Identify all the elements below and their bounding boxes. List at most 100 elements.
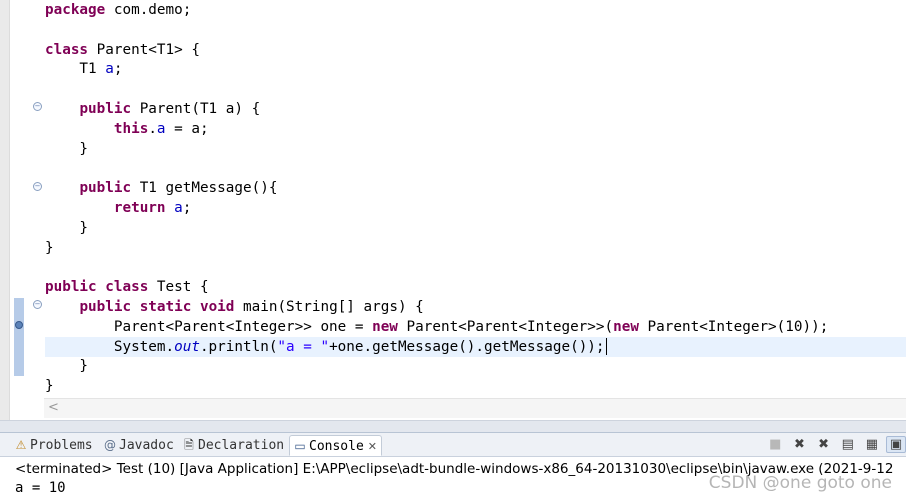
watermark: CSDN @one goto one [708, 473, 892, 493]
code-token [97, 279, 106, 295]
keyword-token: void [199, 299, 235, 315]
tab-label: Problems [30, 438, 93, 453]
pin-console-icon[interactable]: ▣ [886, 436, 906, 453]
code-token: +one.getMessage().getMessage()); [329, 338, 605, 355]
tab-label: Javadoc [119, 438, 174, 453]
keyword-token: static [139, 299, 192, 315]
field-token: out [174, 338, 200, 355]
fold-toggle-icon[interactable]: − [33, 102, 42, 111]
code-token: } [45, 239, 54, 256]
code-token: main(String[] args) { [234, 299, 424, 315]
remove-launch-icon[interactable]: ✖ [793, 437, 805, 452]
code-line[interactable]: } [45, 356, 88, 376]
editor-left-border [0, 0, 10, 420]
code-token: } [45, 378, 54, 395]
tab-label: Console [309, 439, 364, 454]
text-cursor [605, 338, 607, 356]
code-token [45, 299, 79, 315]
tab-label: Declaration [198, 438, 285, 453]
keyword-token: public [79, 299, 132, 315]
code-token [45, 121, 114, 137]
code-line[interactable]: T1 a; [45, 59, 122, 79]
javadoc-icon: @ [104, 438, 116, 452]
code-token: } [45, 140, 89, 157]
code-token: System. [45, 338, 175, 355]
keyword-token: public [79, 180, 132, 197]
code-token [45, 101, 79, 117]
field-token: a [156, 120, 166, 137]
keyword-token: public [79, 101, 132, 117]
horizontal-scrollbar[interactable]: < [44, 398, 906, 418]
code-token: Parent<T1> { [88, 41, 200, 58]
code-token: } [45, 358, 89, 375]
code-token [45, 200, 114, 216]
keyword-token: class [105, 279, 149, 296]
code-line[interactable]: class Parent<T1> { [45, 40, 200, 60]
keyword-token: package [45, 2, 106, 18]
code-token: = a; [165, 120, 209, 137]
keyword-token: public [45, 279, 97, 296]
code-token [45, 180, 79, 196]
remove-all-terminated-icon[interactable]: ✖ [818, 437, 830, 452]
keyword-token: class [45, 41, 89, 58]
panel-divider[interactable] [0, 420, 906, 432]
code-line[interactable]: } [45, 376, 54, 396]
keyword-token: return [113, 200, 166, 216]
keyword-token: new [613, 318, 639, 335]
code-line[interactable]: public static void main(String[] args) { [45, 297, 424, 317]
occurrence-marker-icon[interactable] [15, 321, 23, 329]
code-token: ; [182, 200, 192, 216]
scroll-lock-icon[interactable]: ▦ [865, 437, 878, 452]
console-view: ⚠Problems @Javadoc 🗎 Declaration ▭Console✕ ■… [0, 432, 906, 500]
close-tab-icon[interactable]: ✕ [367, 440, 378, 453]
tab-problems[interactable]: ⚠Problems [12, 435, 93, 456]
console-launch-label: <terminated> Test (10) [Java Application… [15, 461, 894, 477]
code-line[interactable]: public class Test { [45, 277, 209, 297]
code-line[interactable]: return a; [45, 198, 191, 218]
terminate-icon[interactable]: ■ [769, 437, 782, 452]
code-token: .println( [199, 338, 278, 355]
code-token [191, 299, 200, 315]
code-editor[interactable]: − − − package com.demo; class Parent<T1> … [0, 0, 906, 420]
clear-console-icon[interactable]: ▤ [841, 437, 854, 452]
quick-diff-change-bar [14, 298, 24, 376]
code-line[interactable]: public Parent(T1 a) { [45, 99, 260, 119]
code-token: ; [113, 61, 123, 78]
tab-console[interactable]: ▭Console✕ [289, 435, 383, 456]
code-line[interactable]: package com.demo; [45, 0, 191, 20]
code-line[interactable]: System.out.println("a = "+one.getMessage… [45, 336, 906, 357]
code-line[interactable]: } [45, 238, 54, 258]
code-token: T1 [45, 61, 106, 78]
code-token: Parent<Integer>(10)); [638, 318, 829, 335]
code-token: Parent<Parent<Integer>>( [397, 318, 614, 335]
field-token: a [105, 61, 114, 78]
code-token: . [148, 120, 157, 137]
scroll-left-arrow-icon[interactable]: < [48, 400, 59, 415]
code-token [166, 200, 175, 216]
fold-toggle-icon[interactable]: − [33, 300, 42, 309]
keyword-token: new [372, 318, 398, 335]
problems-icon: ⚠ [15, 438, 27, 452]
code-token: Parent(T1 a) { [131, 101, 261, 117]
tab-declaration[interactable]: 🗎 Declaration [180, 435, 284, 456]
code-line[interactable]: Parent<Parent<Integer>> one = new Parent… [45, 317, 828, 337]
code-token: Test { [148, 279, 209, 296]
code-token: Parent<Parent<Integer>> one = [45, 318, 373, 335]
keyword-token: this [113, 120, 149, 137]
tab-javadoc[interactable]: @Javadoc [101, 435, 174, 456]
code-line[interactable]: } [45, 218, 88, 238]
code-token [131, 299, 140, 315]
code-token: } [45, 219, 89, 236]
fold-toggle-icon[interactable]: − [33, 182, 42, 191]
field-token: a [174, 200, 183, 216]
code-line[interactable]: public T1 getMessage(){ [45, 178, 277, 198]
code-token: com.demo; [105, 2, 192, 18]
string-token: "a = " [277, 338, 330, 355]
console-icon: ▭ [294, 439, 306, 453]
declaration-icon: 🗎 [184, 438, 194, 452]
view-tab-bar: ⚠Problems @Javadoc 🗎 Declaration ▭Console✕ [0, 433, 906, 457]
console-output[interactable]: a = 10 [15, 480, 66, 496]
code-line[interactable]: } [45, 139, 88, 159]
console-toolbar: ■ ✖ ✖ ▤ ▦ ▣ [765, 436, 906, 454]
code-line[interactable]: this.a = a; [45, 119, 209, 139]
